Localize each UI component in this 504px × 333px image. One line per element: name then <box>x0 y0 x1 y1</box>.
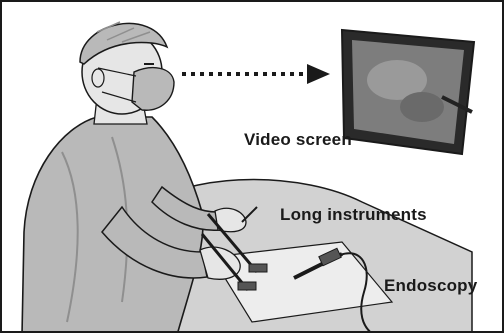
video-screen-label: Video screen <box>244 130 352 150</box>
endoscopy-label: Endoscopy <box>384 276 477 296</box>
long-instruments-label: Long instruments <box>280 205 427 225</box>
video-monitor <box>342 30 474 154</box>
arrow-head-icon <box>307 64 330 84</box>
surgical-mask <box>132 68 174 111</box>
